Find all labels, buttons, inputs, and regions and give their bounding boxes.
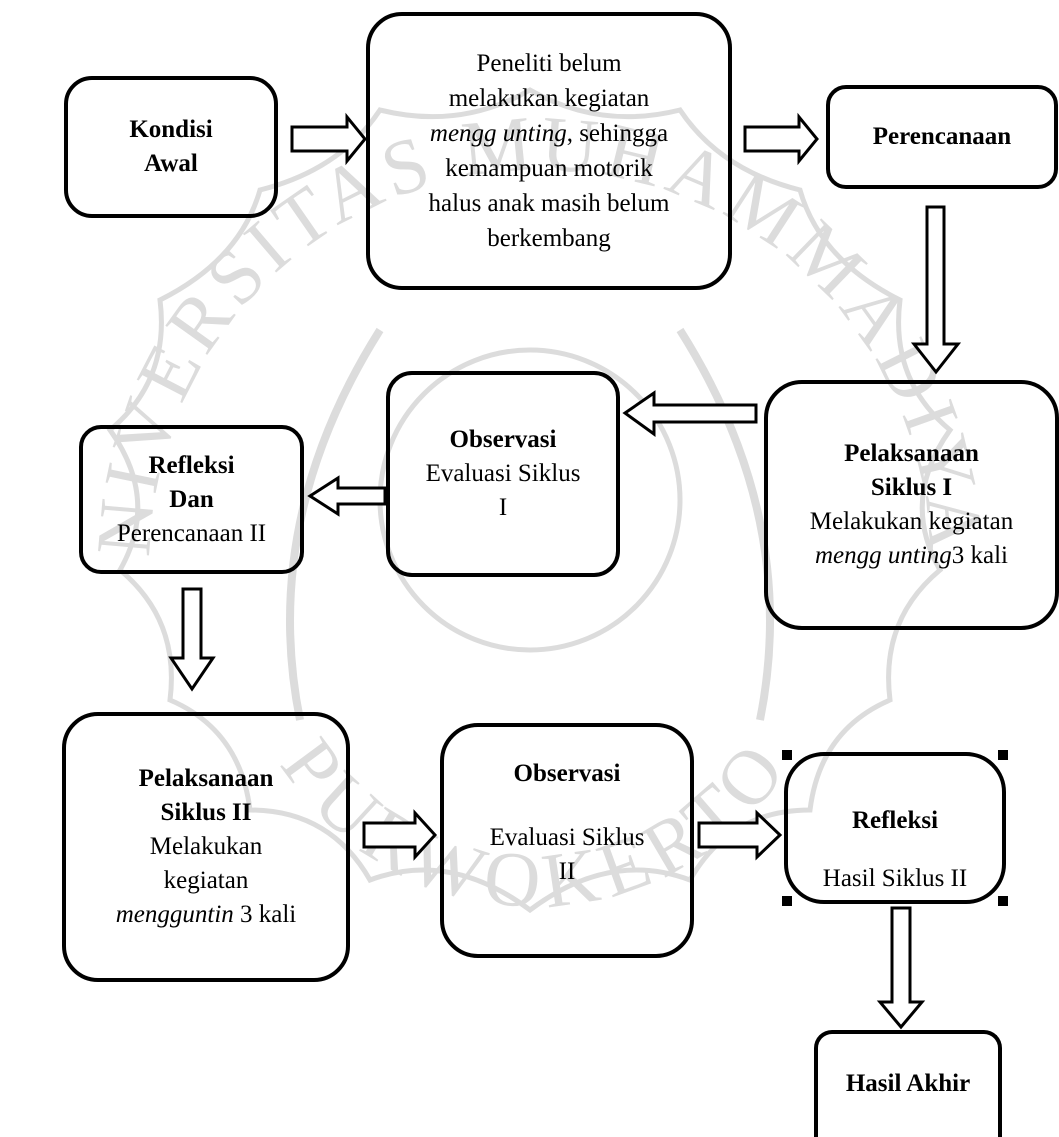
observasi1-line2: I <box>498 494 508 521</box>
corner-handle <box>782 750 792 760</box>
observasi1-line1: Evaluasi Siklus <box>425 460 581 487</box>
pelaksanaan2-line3: mengguntin 3 kali <box>116 898 297 932</box>
arrow-pelaksanaan2-to-observasi2 <box>362 809 438 861</box>
peneliti-line2: melakukan kegiatan <box>448 85 650 112</box>
corner-handle <box>998 896 1008 906</box>
arrow-refleksi1-to-pelaksanaan2 <box>168 587 216 692</box>
refleksi1-line1: Perencanaan II <box>116 519 267 547</box>
arrow-pelaksanaan1-to-observasi1 <box>622 390 758 437</box>
node-refleksi-1: Refleksi Dan Perencanaan II <box>79 425 304 574</box>
perencanaan-title: Perencanaan <box>872 123 1012 150</box>
peneliti-line5: halus anak masih belum <box>428 190 670 217</box>
pelaksanaan1-rest: 3 kali <box>951 542 1009 569</box>
pelaksanaan1-line1: Melakukan kegiatan <box>809 508 1014 535</box>
observasi2-line2: II <box>558 858 576 885</box>
pelaksanaan2-line2: kegiatan <box>163 867 249 894</box>
arrow-observasi1-to-refleksi1 <box>307 475 387 517</box>
node-refleksi-2: Refleksi Hasil Siklus II <box>784 752 1006 904</box>
peneliti-line4: kemampuan motorik <box>445 155 653 182</box>
peneliti-line6: berkembang <box>487 225 611 252</box>
arrow-peneliti-to-perencanaan <box>743 112 819 166</box>
observasi2-line1: Evaluasi Siklus <box>489 824 645 851</box>
peneliti-line1: Peneliti belum <box>476 50 622 77</box>
node-pelaksanaan-siklus-1: Pelaksanaan Siklus I Melakukan kegiatan … <box>764 380 1059 630</box>
node-kondisi-description: Peneliti belum melakukan kegiatan mengg … <box>366 12 732 290</box>
node-hasil-akhir: Hasil Akhir <box>814 1030 1002 1137</box>
corner-handle <box>998 750 1008 760</box>
arrow-perencanaan-to-pelaksanaan1 <box>910 205 962 375</box>
node-observasi-1: Observasi Evaluasi Siklus I <box>386 371 620 577</box>
refleksi2-line1: Hasil Siklus II <box>822 865 968 892</box>
arrow-kondisi-to-peneliti <box>290 112 367 166</box>
observasi1-title: Observasi <box>449 426 557 453</box>
hasil-akhir-title: Hasil Akhir <box>845 1069 971 1097</box>
pelaksanaan1-italic: mengg unting <box>814 542 952 569</box>
refleksi1-title1: Refleksi <box>148 451 235 479</box>
node-pelaksanaan-siklus-2: Pelaksanaan Siklus II Melakukan kegiatan… <box>62 712 350 982</box>
kondisi-awal-line1: Kondisi <box>129 116 213 143</box>
pelaksanaan1-title2: Siklus I <box>870 474 953 501</box>
pelaksanaan1-line2: mengg unting3 kali <box>815 539 1008 573</box>
observasi2-title: Observasi <box>513 760 621 787</box>
pelaksanaan1-title1: Pelaksanaan <box>844 440 979 467</box>
pelaksanaan2-title1: Pelaksanaan <box>138 765 274 792</box>
pelaksanaan2-line1: Melakukan <box>149 833 263 860</box>
corner-handle <box>782 896 792 906</box>
node-kondisi-awal: Kondisi Awal <box>64 76 278 218</box>
refleksi1-title2: Dan <box>169 485 214 513</box>
pelaksanaan2-title2: Siklus II <box>160 799 252 826</box>
arrow-observasi2-to-refleksi2 <box>697 809 783 861</box>
refleksi2-title: Refleksi <box>851 807 939 834</box>
peneliti-line3-rest: , sehingga <box>566 120 669 147</box>
peneliti-line3: mengg unting, sehingga <box>430 116 668 151</box>
pelaksanaan2-rest: 3 kali <box>233 901 297 928</box>
pelaksanaan2-italic: mengguntin <box>115 901 234 928</box>
kondisi-awal-line2: Awal <box>144 150 198 177</box>
node-observasi-2: Observasi Evaluasi Siklus II <box>440 723 694 958</box>
peneliti-line3-italic: mengg unting <box>429 120 567 147</box>
node-perencanaan: Perencanaan <box>826 85 1058 189</box>
arrow-refleksi2-to-hasil <box>876 906 926 1030</box>
